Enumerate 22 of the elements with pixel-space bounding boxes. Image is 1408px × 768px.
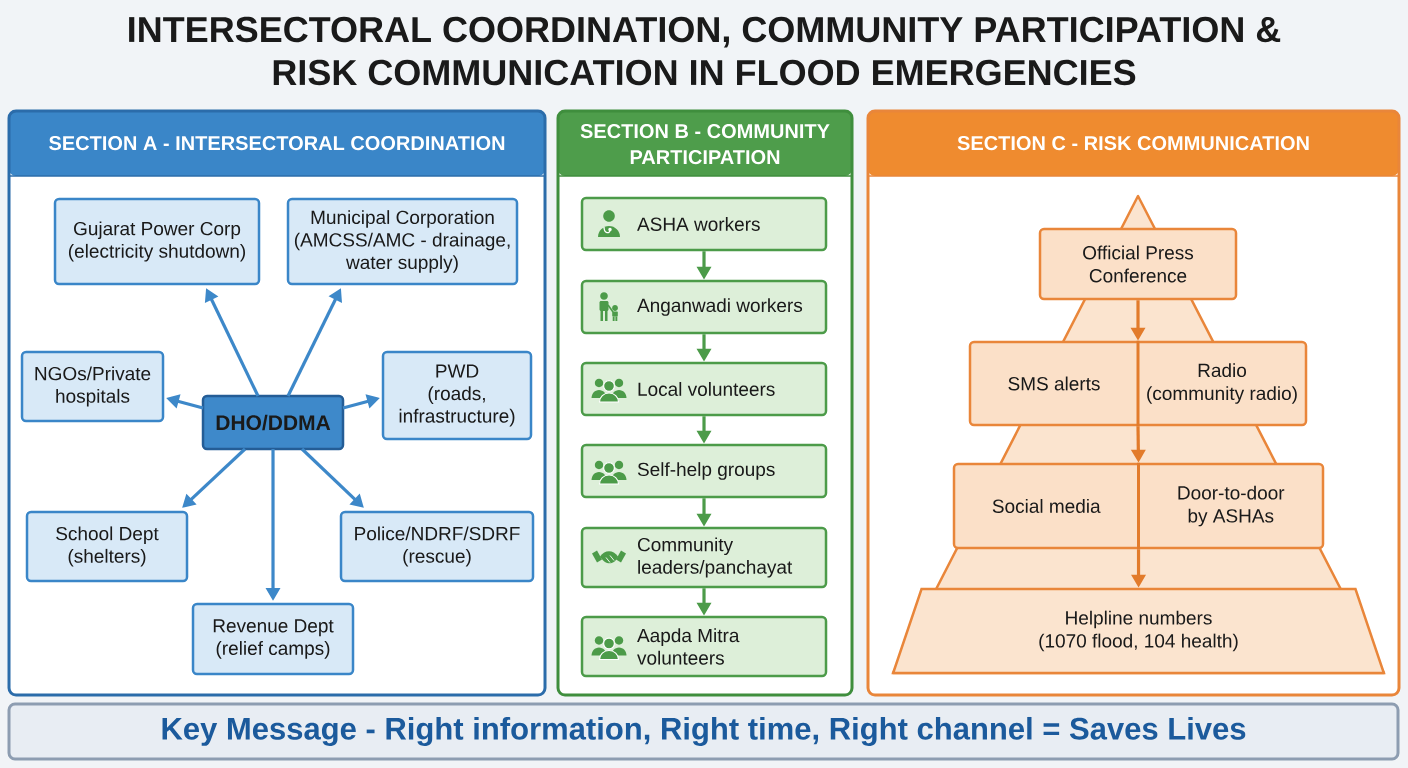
message-banner: Key Message - Right information, Right time, Right channel = Saves Lives: [7, 702, 1400, 761]
arrow: [182, 447, 247, 508]
role-box: Self-help groups: [580, 443, 828, 499]
pyramid-base-band: Helpline numbers (1070 flood, 104 health): [891, 587, 1386, 675]
split-channel-box: SMS alerts Radio (community radio): [968, 340, 1308, 427]
agency-box: Revenue Dept (relief camps): [191, 602, 355, 676]
role-box: Aapda Mitra volunteers: [580, 615, 828, 678]
role-box: ASHA workers: [580, 196, 828, 252]
split-channel-box: Social media Door-to-door by ASHAs: [952, 462, 1325, 550]
role-box: Community leaders/panchayat: [580, 526, 828, 589]
role-box: Local volunteers: [580, 361, 828, 417]
channel-box: Official Press Conference: [1038, 227, 1238, 301]
hub-box: DHO/DDMA: [201, 394, 345, 451]
agency-box: Municipal Corporation (AMCSS/AMC - drainage, water supply): [286, 197, 519, 286]
agency-box: NGOs/Private hospitals: [20, 350, 165, 423]
title: INTERSECTORAL COORDINATION, COMMUNITY PARTICIPATION & RISK COMMUNICATION IN FLOOD EMERGENCIES: [129, 16, 1281, 86]
agency-box: Police/NDRF/SDRF (rescue): [339, 510, 535, 583]
agency-box: PWD (roads, infrastructure): [381, 350, 533, 441]
agency-box: Gujarat Power Corp (electricity shutdown): [53, 197, 261, 286]
role-box: Anganwadi workers: [580, 279, 828, 335]
arrow: [300, 447, 364, 508]
agency-box: School Dept (shelters): [25, 510, 189, 583]
